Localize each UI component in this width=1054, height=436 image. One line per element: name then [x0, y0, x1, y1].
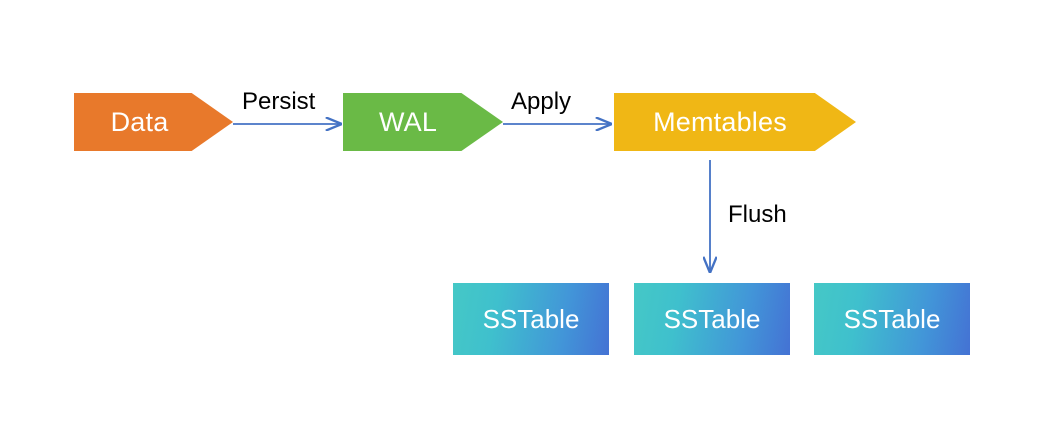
node-memtables-label: Memtables — [653, 106, 787, 137]
node-sstable-1-label: SSTable — [482, 304, 580, 334]
edge-label-flush: Flush — [728, 201, 787, 228]
node-wal[interactable]: WAL — [343, 93, 503, 151]
node-sstable-2[interactable]: SSTable — [634, 283, 790, 355]
edge-label-apply: Apply — [511, 88, 572, 115]
edge-label-persist: Persist — [242, 88, 316, 115]
node-sstable-2-label: SSTable — [663, 304, 761, 334]
node-data-label: Data — [110, 106, 169, 137]
node-memtables[interactable]: Memtables — [614, 93, 856, 151]
node-wal-label: WAL — [378, 106, 438, 137]
node-sstable-3-label: SSTable — [843, 304, 941, 334]
node-data[interactable]: Data — [74, 93, 233, 151]
node-sstable-3[interactable]: SSTable — [814, 283, 970, 355]
node-sstable-1[interactable]: SSTable — [453, 283, 609, 355]
